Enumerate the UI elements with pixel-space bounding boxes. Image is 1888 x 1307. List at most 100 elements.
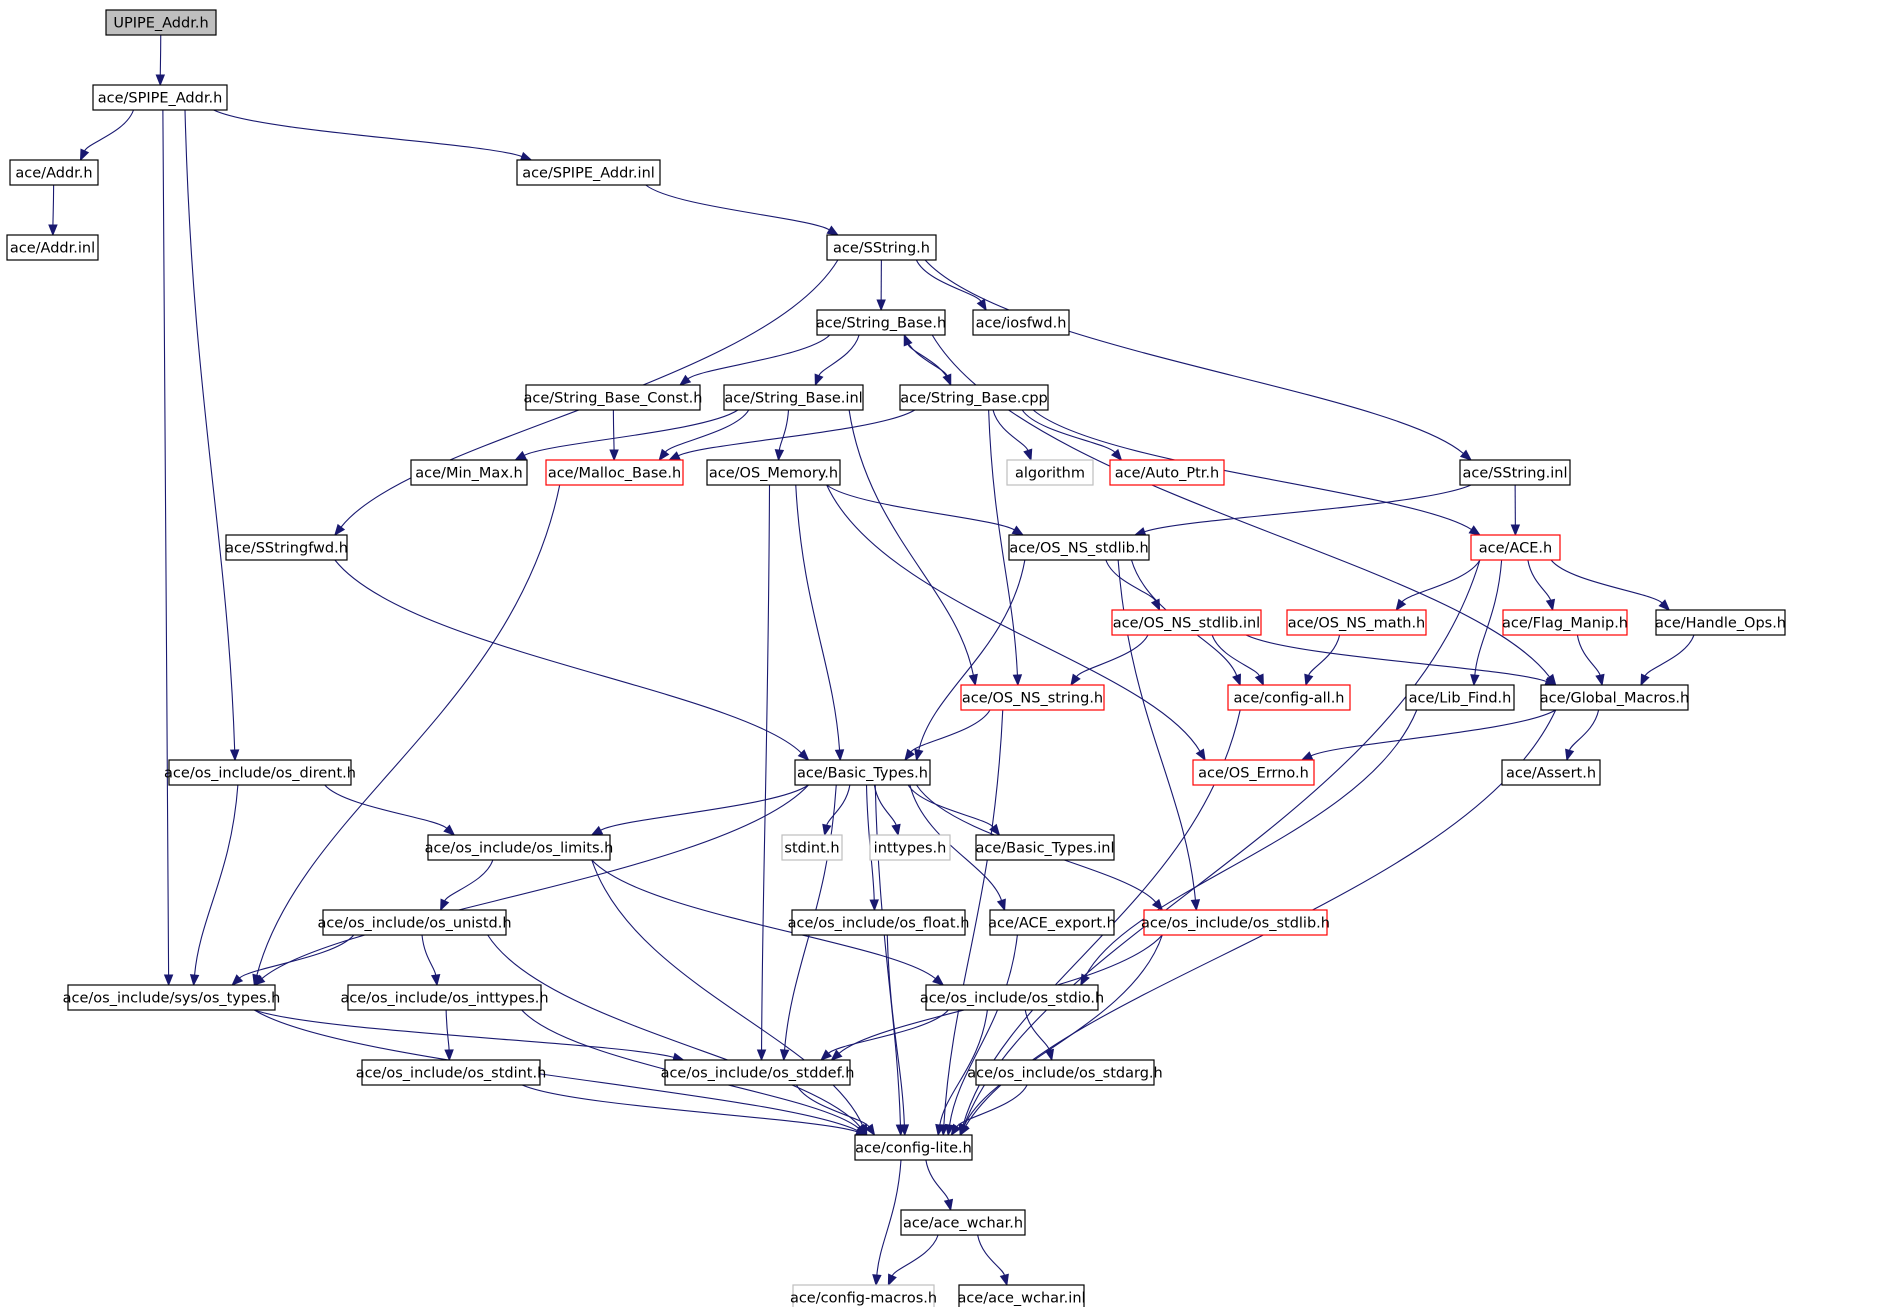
node-os-ns-stdlib-inl[interactable]: ace/OS_NS_stdlib.inl — [1111, 609, 1262, 636]
node-string-base-cpp[interactable]: ace/String_Base.cpp — [899, 384, 1049, 411]
node-box — [989, 909, 1115, 936]
node-box — [1502, 609, 1628, 636]
node-os-dirent-h[interactable]: ace/os_include/os_dirent.h — [164, 759, 356, 786]
edge-arrowhead — [440, 898, 450, 912]
node-iosfwd-h[interactable]: ace/iosfwd.h — [972, 309, 1070, 336]
node-ace-wchar-h[interactable]: ace/ace_wchar.h — [900, 1209, 1026, 1236]
node-os-inttypes-h[interactable]: ace/os_include/os_inttypes.h — [340, 984, 549, 1011]
node-os-unistd-h[interactable]: ace/os_include/os_unistd.h — [317, 909, 512, 936]
node-assert-h[interactable]: ace/Assert.h — [1501, 759, 1601, 786]
edge-line — [1032, 409, 1472, 530]
node-malloc-base-h[interactable]: ace/Malloc_Base.h — [545, 459, 684, 486]
node-label: ace/SString.h — [833, 241, 930, 257]
edge-arrowhead — [519, 151, 533, 161]
edge-line — [444, 859, 494, 902]
node-stdint-h[interactable]: stdint.h — [781, 834, 843, 861]
node-box — [67, 984, 276, 1011]
node-os-ns-math-h[interactable]: ace/OS_NS_math.h — [1286, 609, 1427, 636]
node-box — [792, 1284, 935, 1307]
node-sstring-inl[interactable]: ace/SString.inl — [1459, 459, 1571, 486]
node-os-stdint-h[interactable]: ace/os_include/os_stdint.h — [356, 1059, 547, 1086]
node-basic-types-inl[interactable]: ace/Basic_Types.inl — [975, 834, 1115, 861]
node-sstring-h[interactable]: ace/SString.h — [826, 234, 937, 261]
edge-arrowhead — [678, 374, 692, 386]
edge-line — [213, 109, 523, 158]
edge-config-lite-h-to-ace-wchar-h — [925, 1159, 954, 1212]
edge-arrowhead — [443, 824, 456, 836]
node-handle-ops-h[interactable]: ace/Handle_Ops.h — [1655, 609, 1786, 636]
edge-arrowhead — [932, 974, 945, 986]
edge-os-stdint-h-to-config-lite-h — [521, 1084, 868, 1137]
edge-sstring-h-to-sstring-inl — [924, 259, 1473, 461]
node-box — [1192, 759, 1315, 786]
node-ace-export-h[interactable]: ace/ACE_export.h — [988, 909, 1116, 936]
node-ace-h[interactable]: ace/ACE.h — [1470, 534, 1561, 561]
edge-os-limits-h-to-os-unistd-h — [440, 859, 494, 912]
node-os-stdio-h[interactable]: ace/os_include/os_stdio.h — [920, 984, 1104, 1011]
node-box — [664, 1059, 851, 1086]
edge-os-ns-string-h-to-basic-types-h — [904, 709, 991, 762]
node-flag-manip-h[interactable]: ace/Flag_Manip.h — [1502, 609, 1628, 636]
node-addr-h[interactable]: ace/Addr.h — [9, 159, 99, 186]
edge-line — [591, 859, 864, 1127]
node-sstringfwd-h[interactable]: ace/SStringfwd.h — [225, 534, 348, 561]
node-string-base-h[interactable]: ace/String_Base.h — [816, 309, 946, 336]
node-label: ace/ACE_export.h — [988, 916, 1116, 932]
node-config-all-h[interactable]: ace/config-all.h — [1227, 684, 1351, 711]
node-os-memory-h[interactable]: ace/OS_Memory.h — [706, 459, 841, 486]
node-os-errno-h[interactable]: ace/OS_Errno.h — [1192, 759, 1315, 786]
node-os-stddef-h[interactable]: ace/os_include/os_stddef.h — [661, 1059, 855, 1086]
node-global-macros-h[interactable]: ace/Global_Macros.h — [1540, 684, 1689, 711]
edge-arrowhead — [1190, 899, 1201, 912]
edge-arrowhead — [903, 333, 913, 347]
edge-arrowhead — [79, 148, 90, 162]
edge-arrowhead — [1470, 674, 1480, 687]
node-box — [1111, 609, 1262, 636]
edge-line — [324, 784, 448, 829]
node-ace-wchar-inl[interactable]: ace/ace_wchar.inl — [957, 1284, 1086, 1307]
edge-arrowhead — [514, 450, 527, 461]
node-config-macros-h[interactable]: ace/config-macros.h — [790, 1284, 937, 1307]
node-string-base-inl[interactable]: ace/String_Base.inl — [723, 384, 864, 411]
node-min-max-h[interactable]: ace/Min_Max.h — [410, 459, 528, 486]
edge-os-dirent-h-to-os-limits-h — [324, 784, 456, 836]
node-os-types-h[interactable]: ace/os_include/sys/os_types.h — [63, 984, 281, 1011]
node-os-limits-h[interactable]: ace/os_include/os_limits.h — [425, 834, 614, 861]
edge-arrowhead — [999, 1273, 1009, 1287]
edge-line — [1076, 634, 1149, 678]
edge-arrowhead — [814, 373, 824, 387]
edge-line — [678, 409, 916, 457]
node-os-ns-string-h[interactable]: ace/OS_NS_string.h — [960, 684, 1105, 711]
node-upipe-addr-h[interactable]: UPIPE_Addr.h — [105, 9, 217, 36]
node-box — [427, 834, 611, 861]
edge-sstring-inl-to-ace-h — [1510, 484, 1521, 537]
edge-line — [1644, 634, 1695, 677]
edge-line — [943, 709, 1004, 1126]
node-addr-inl[interactable]: ace/Addr.inl — [6, 234, 99, 261]
node-os-ns-stdlib-h[interactable]: ace/OS_NS_stdlib.h — [1008, 534, 1150, 561]
node-os-stdarg-h[interactable]: ace/os_include/os_stdarg.h — [967, 1059, 1163, 1086]
edge-arrowhead — [864, 1123, 876, 1137]
node-inttypes-h[interactable]: inttypes.h — [869, 834, 951, 861]
node-config-lite-h[interactable]: ace/config-lite.h — [854, 1134, 973, 1161]
node-box — [1227, 684, 1351, 711]
node-os-stdlib-h[interactable]: ace/os_include/os_stdlib.h — [1141, 909, 1330, 936]
edge-spipe-addr-inl-to-sstring-h — [645, 184, 840, 236]
edge-os-ns-math-h-to-config-all-h — [1304, 634, 1341, 687]
node-spipe-addr-inl[interactable]: ace/SPIPE_Addr.inl — [516, 159, 661, 186]
edge-arrowhead — [989, 823, 1001, 837]
edge-ace-h-to-lib-find-h — [1470, 559, 1503, 687]
edge-global-macros-h-to-os-errno-h — [1300, 709, 1556, 761]
edge-line — [254, 1009, 858, 1132]
node-spipe-addr-h[interactable]: ace/SPIPE_Addr.h — [92, 84, 228, 111]
node-algorithm[interactable]: algorithm — [1006, 459, 1094, 486]
node-os-float-h[interactable]: ace/os_include/os_float.h — [788, 909, 970, 936]
node-box — [1006, 459, 1094, 486]
edge-line — [1211, 634, 1260, 677]
node-lib-find-h[interactable]: ace/Lib_Find.h — [1405, 684, 1515, 711]
node-basic-types-h[interactable]: ace/Basic_Types.h — [794, 759, 931, 786]
edge-line — [1144, 484, 1472, 533]
node-string-base-const-h[interactable]: ace/String_Base_Const.h — [524, 384, 703, 411]
node-label: ace/String_Base.cpp — [900, 391, 1048, 407]
node-auto-ptr-h[interactable]: ace/Auto_Ptr.h — [1109, 459, 1225, 486]
